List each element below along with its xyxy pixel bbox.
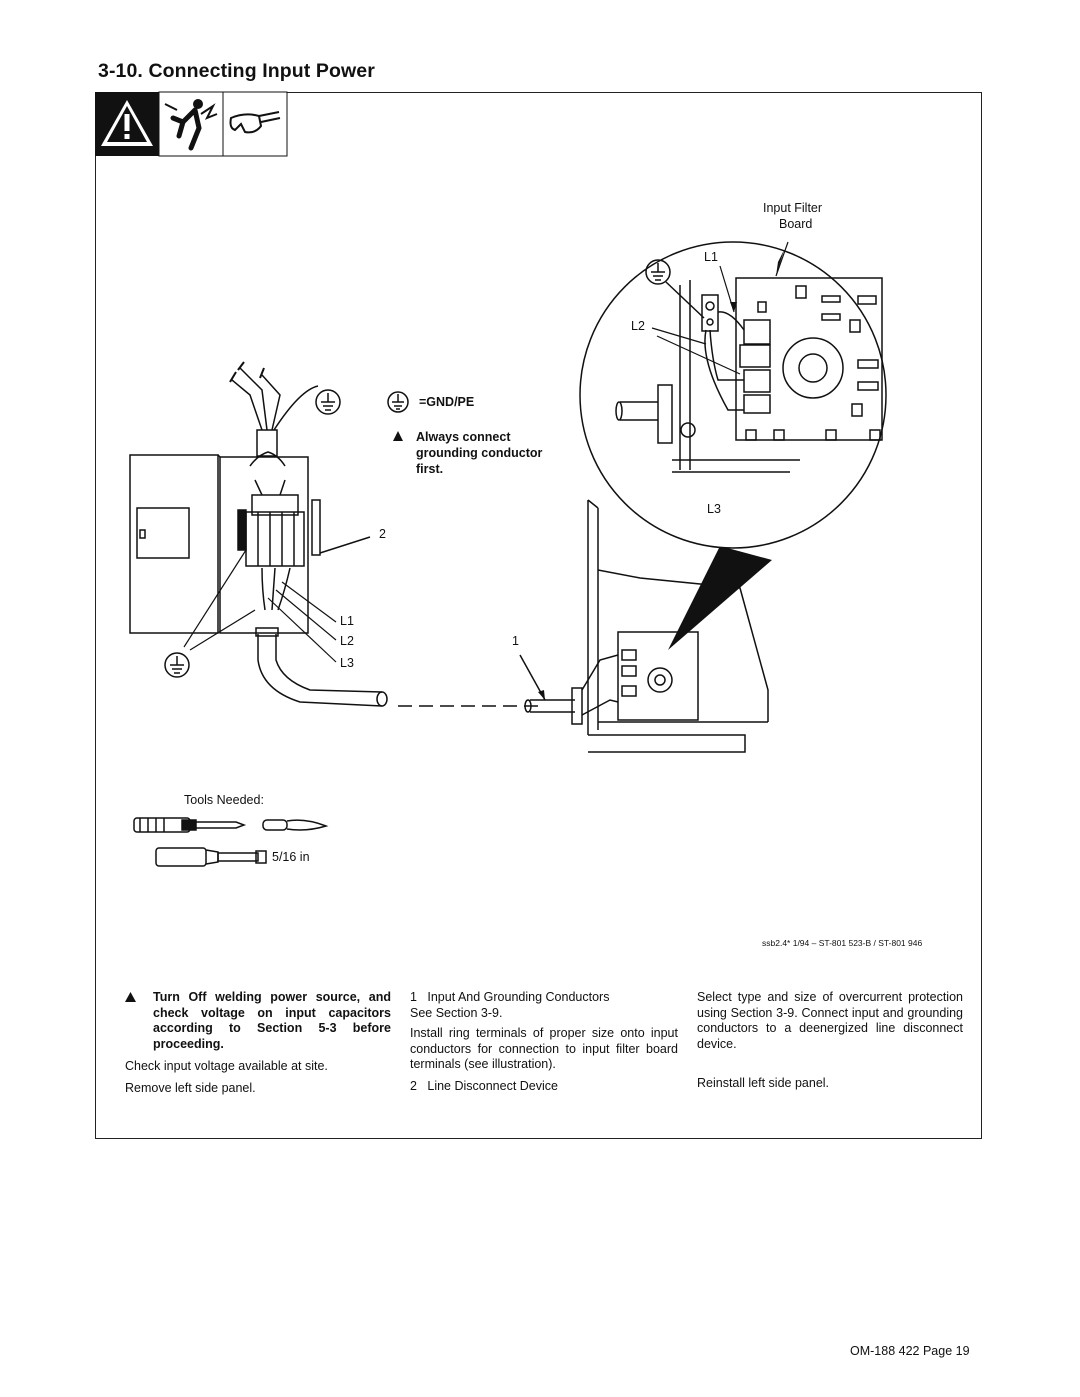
column-3: Select type and size of overcurrent prot… (697, 990, 963, 1092)
ground-legend-icon (387, 391, 409, 413)
inset-ground-symbol (645, 259, 705, 319)
page-footer: OM-188 422 Page 19 (850, 1344, 970, 1358)
ground-symbol-upper (315, 389, 341, 415)
callout-2-number: 2 (379, 527, 386, 541)
ground-warning-line3: first. (416, 462, 444, 476)
welding-power-source (524, 499, 769, 753)
item1-label: 1 Input And Grounding Conductors (410, 990, 610, 1004)
magnifier-cone (668, 546, 772, 650)
gnd-legend-label: =GND/PE (419, 395, 475, 409)
knife-icon (262, 819, 329, 831)
input-filter-board-inset (615, 277, 883, 473)
warning-triangle-icon (95, 92, 159, 156)
nut-driver-icon (155, 847, 267, 867)
electric-shock-icon (158, 91, 224, 157)
column-1: Turn Off welding power source, and check… (125, 990, 391, 1096)
safety-glasses-icon (222, 91, 288, 157)
content-frame (95, 92, 982, 1139)
remove-panel-text: Remove left side panel. (125, 1080, 256, 1095)
drawing-reference: ssb2.4* 1/94 – ST-801 523-B / ST-801 946 (762, 938, 923, 948)
item2-label: 2 Line Disconnect Device (410, 1078, 558, 1093)
turn-off-warning-text: Turn Off welding power source, and check… (153, 990, 391, 1051)
inset-circle (579, 241, 887, 549)
wrench-size-label: 5/16 in (272, 850, 310, 864)
inset-title-line1: Input Filter (763, 201, 823, 215)
disconnect-l2-label: L2 (340, 634, 354, 648)
callout-1-number: 1 (512, 634, 519, 648)
safety-icons (95, 91, 288, 157)
ground-warning-line1: Always connect (416, 430, 511, 444)
screwdriver-flat-icon (133, 817, 247, 833)
disconnect-l3-label: L3 (340, 656, 354, 670)
inset-l3-label: L3 (707, 502, 721, 516)
item1-see-section: See Section 3-9. (410, 1005, 503, 1020)
column-2: 1 Input And Grounding Conductors See Sec… (410, 990, 678, 1094)
ground-warning-line2: grounding conductor (416, 446, 543, 460)
tools-needed-label: Tools Needed: (184, 793, 264, 807)
disconnect-leaders (183, 549, 337, 663)
inset-title-line2: Board (779, 217, 813, 231)
inset-l2-label: L2 (631, 319, 645, 333)
check-voltage-text: Check input voltage available at site. (125, 1059, 328, 1073)
overcurrent-instructions: Select type and size of overcurrent prot… (697, 990, 963, 1051)
input-cable-top (229, 361, 319, 457)
page-title: 3-10. Connecting Input Power (98, 60, 375, 82)
warning-bullet-icon (125, 992, 136, 1002)
item1-description: Install ring terminals of proper size on… (410, 1026, 678, 1071)
callout-2-leader (319, 536, 371, 554)
line-disconnect-device (129, 451, 321, 634)
disconnect-l1-label: L1 (340, 614, 354, 628)
ground-symbol-lower (164, 652, 190, 678)
turn-off-warning: Turn Off welding power source, and check… (125, 990, 391, 1052)
inset-l1-label: L1 (704, 250, 718, 264)
reinstall-panel-text: Reinstall left side panel. (697, 1076, 830, 1090)
input-cable-bottom (255, 627, 388, 707)
warning-bullet-icon (393, 431, 403, 441)
